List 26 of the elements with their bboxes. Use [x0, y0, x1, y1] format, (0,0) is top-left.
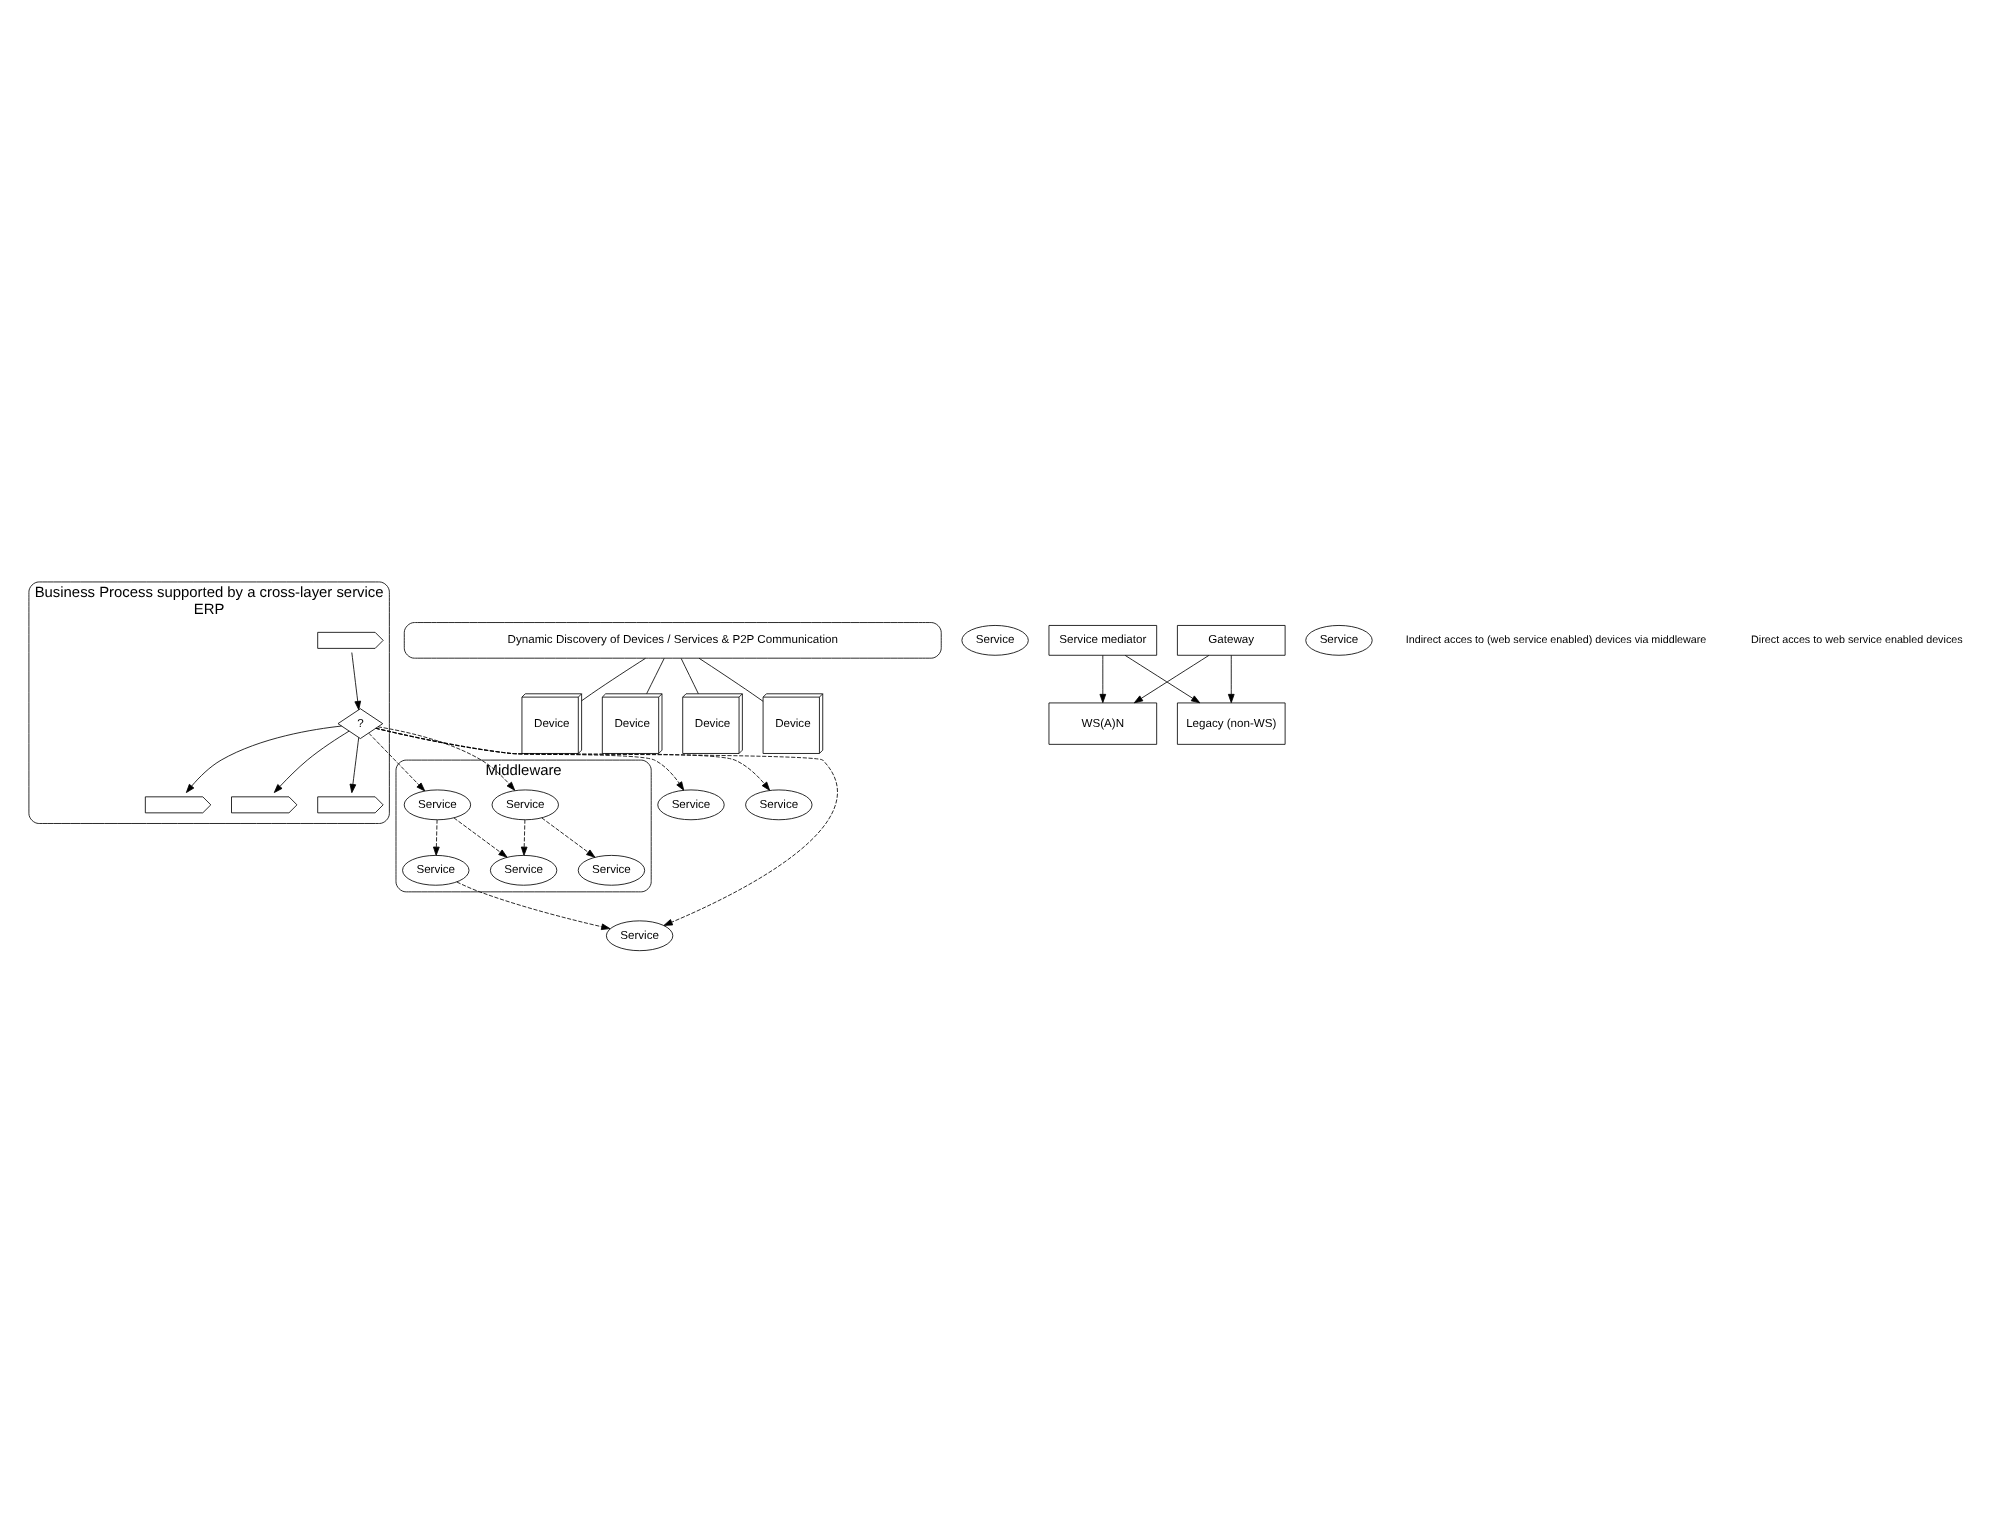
arrow: [433, 818, 440, 855]
arrow: [351, 651, 362, 710]
arrow: [1227, 654, 1235, 703]
arrow: [273, 729, 350, 792]
arrow: [1099, 654, 1107, 703]
arrow: [1133, 654, 1210, 703]
node-chevron: [317, 795, 384, 813]
node-chevron: [231, 795, 298, 813]
arrow: [453, 816, 508, 857]
arrow: [541, 816, 596, 857]
arrow: [368, 731, 426, 791]
connector: [698, 656, 764, 701]
arrow: [349, 736, 360, 793]
connector: [581, 656, 646, 701]
arrow: [1124, 654, 1201, 703]
node-chevron: [317, 630, 384, 648]
arrow: [375, 726, 838, 925]
node-chevron: [144, 795, 212, 813]
arrow: [375, 726, 685, 790]
arrow: [185, 724, 342, 792]
arrow: [456, 880, 611, 929]
arrow: [377, 725, 516, 790]
connector: [646, 657, 665, 694]
connector: [680, 657, 699, 694]
arrow: [520, 818, 528, 855]
arrow: [375, 726, 771, 790]
